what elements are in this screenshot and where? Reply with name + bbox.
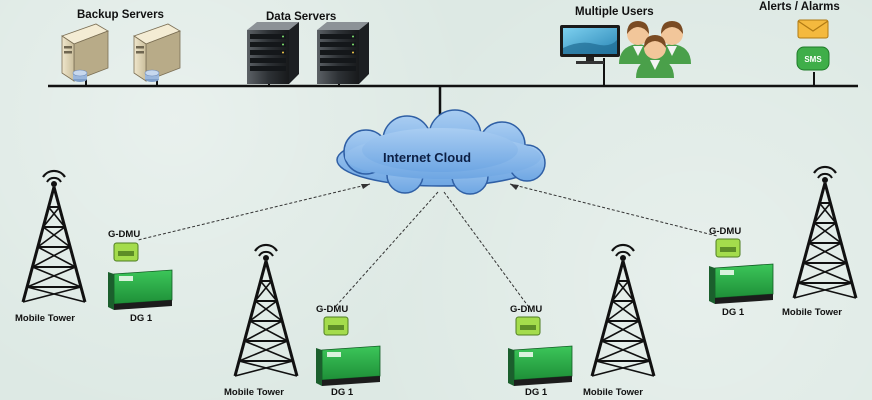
- gdmu-center-left-icon: [323, 316, 349, 336]
- arrow-head-left: [361, 184, 370, 189]
- data-server-1-icon: [247, 22, 299, 84]
- email-envelope-icon: [797, 19, 829, 39]
- internet-cloud-label: Internet Cloud: [383, 150, 472, 165]
- backup-servers-label: Backup Servers: [77, 9, 164, 21]
- tower-center-right-label: Mobile Tower: [583, 387, 643, 398]
- data-servers-label: Data Servers: [266, 11, 337, 23]
- data-server-2-icon: [317, 22, 369, 84]
- mobile-tower-right-icon: [792, 165, 858, 300]
- dg-right-label: DG 1: [722, 307, 745, 318]
- backup-server-2-icon: [133, 23, 181, 83]
- mobile-tower-center-left-icon: [233, 243, 299, 378]
- multiple-users-label: Multiple Users: [575, 6, 654, 18]
- generator-center-left-icon: [315, 345, 381, 387]
- tower-center-left-label: Mobile Tower: [224, 387, 284, 398]
- dashed-links: [137, 183, 718, 307]
- mobile-tower-left-icon: [21, 169, 87, 304]
- sms-label: SMS: [804, 55, 822, 64]
- gdmu-left-icon: [113, 242, 139, 262]
- gdmu-right-label: G-DMU: [709, 226, 742, 237]
- backup-server-1-icon: [61, 23, 109, 83]
- gdmu-left-label: G-DMU: [108, 229, 141, 240]
- sms-icon: SMS: [796, 46, 830, 71]
- gdmu-center-right-icon: [515, 316, 541, 336]
- alerts-alarms-label: Alerts / Alarms: [759, 1, 840, 13]
- dg-center-right-label: DG 1: [525, 387, 548, 398]
- tower-right-label: Mobile Tower: [782, 307, 842, 318]
- generator-left-icon: [107, 269, 173, 311]
- gdmu-right-icon: [715, 238, 741, 258]
- generator-center-right-icon: [507, 345, 573, 387]
- mobile-tower-center-right-icon: [590, 243, 656, 378]
- arrow-head-right: [510, 184, 519, 190]
- monitor-icon: [560, 25, 620, 64]
- gdmu-center-right-label: G-DMU: [510, 304, 543, 315]
- internet-cloud-icon: [336, 109, 546, 195]
- gdmu-center-left-label: G-DMU: [316, 304, 349, 315]
- generator-right-icon: [708, 263, 774, 305]
- tower-left-label: Mobile Tower: [15, 313, 75, 324]
- dg-center-left-label: DG 1: [331, 387, 354, 398]
- dg-left-label: DG 1: [130, 313, 153, 324]
